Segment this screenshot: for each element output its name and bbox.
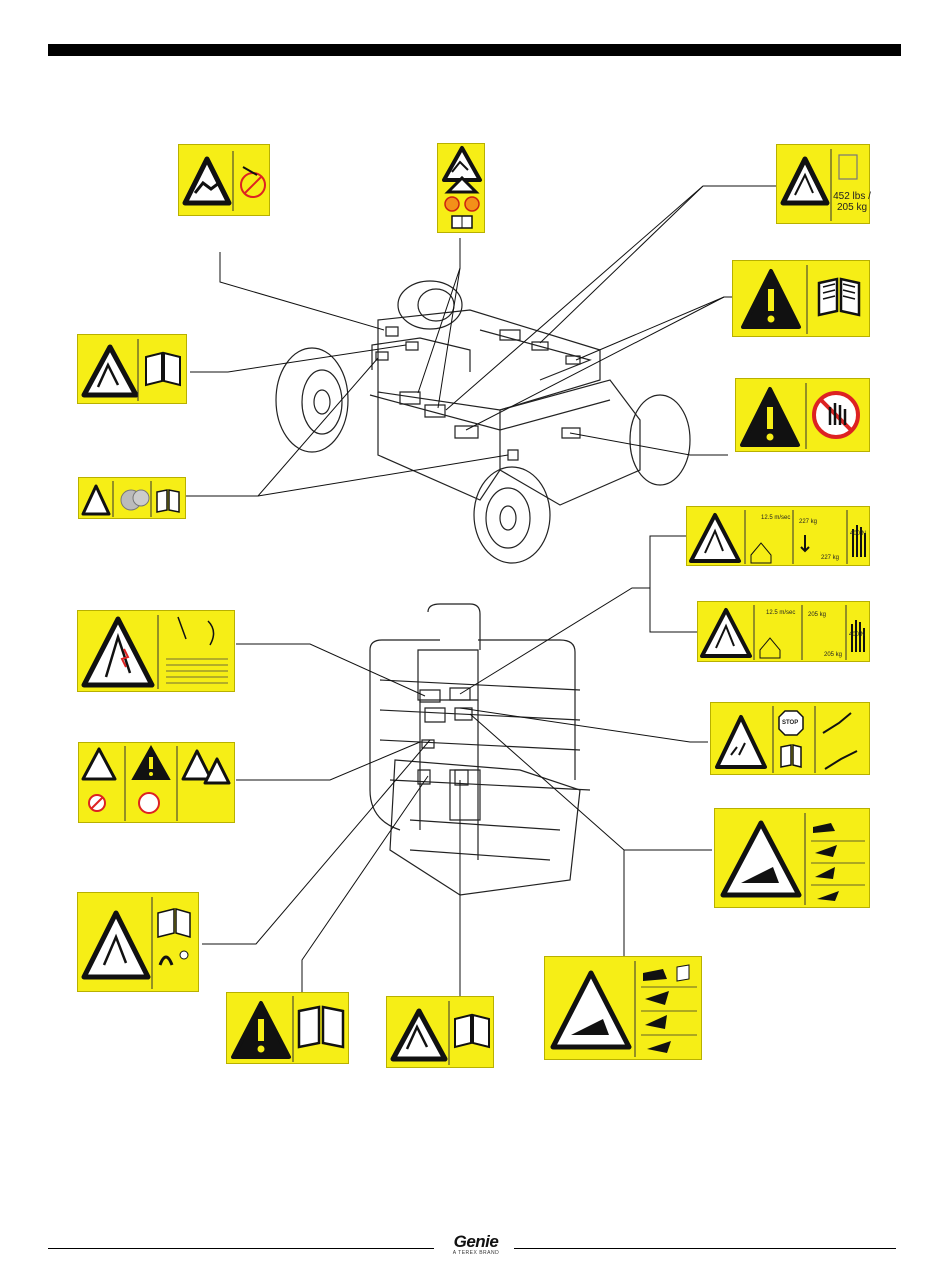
tipover-icon [78, 335, 188, 405]
tipover-icon [545, 957, 703, 1061]
speed-label: 12.5 m/sec [766, 610, 795, 616]
decal-capacity-a: 12.5 m/sec 227 kg 227 kg 400 N [686, 506, 870, 566]
brand-name: Genie [440, 1232, 512, 1252]
decal-warning-manual-bottom [226, 992, 349, 1064]
decal-wheel-hazard [78, 477, 186, 519]
decal-slope-rating-a [714, 808, 870, 908]
load-label-bottom: 205 kg [824, 652, 842, 658]
decal-slope-rating-b [544, 956, 702, 1060]
chassis-drawing [276, 281, 690, 563]
warning-icon [736, 379, 871, 453]
decal-component-weight: 452 lbs / 205 kg [776, 144, 870, 224]
weight-label: 452 lbs / 205 kg [833, 191, 871, 213]
tipover-icon [715, 809, 871, 909]
warning-icon [227, 993, 350, 1065]
crush-hazard-icon [79, 478, 187, 520]
decal-capacity-b: 12.5 m/sec 205 kg 205 kg 400 N [697, 601, 870, 662]
footer-rule-left [48, 1248, 434, 1249]
decal-tipover-manual-bottom [386, 996, 494, 1068]
crush-hazard-icon [179, 145, 271, 217]
tipover-icon [78, 893, 200, 993]
tipover-icon [777, 145, 871, 225]
decal-warning-read-manual [732, 260, 870, 337]
load-label-bottom: 227 kg [821, 555, 839, 561]
decal-stop-read-manual: STOP [710, 702, 870, 775]
crush-hazard-icon [79, 743, 236, 824]
decal-tipover-lighting [77, 892, 199, 992]
stop-sign-label: STOP [782, 720, 798, 726]
tipover-icon [387, 997, 495, 1069]
electrocution-icon [78, 611, 236, 693]
force-label: 400 N [849, 632, 865, 638]
decal-multi-hazard [78, 742, 235, 823]
decal-tipover-read-manual [77, 334, 187, 404]
force-label: 400 N [850, 531, 866, 537]
decal-electrocution-clearance [77, 610, 235, 692]
decal-warning-no-touch [735, 378, 870, 452]
manual-icon [815, 277, 863, 317]
footer-rule-right [514, 1248, 896, 1249]
speed-label: 12.5 m/sec [761, 515, 790, 521]
load-label-top: 227 kg [799, 519, 817, 525]
tipover-icon [438, 144, 486, 234]
genie-logo: Genie A TEREX BRAND [440, 1232, 512, 1256]
load-label-top: 205 kg [808, 612, 826, 618]
decal-crush-no-hands [178, 144, 270, 216]
brand-tagline: A TEREX BRAND [440, 1250, 512, 1256]
decal-tipover-no-smoking [437, 143, 485, 233]
tipover-icon [711, 703, 871, 776]
